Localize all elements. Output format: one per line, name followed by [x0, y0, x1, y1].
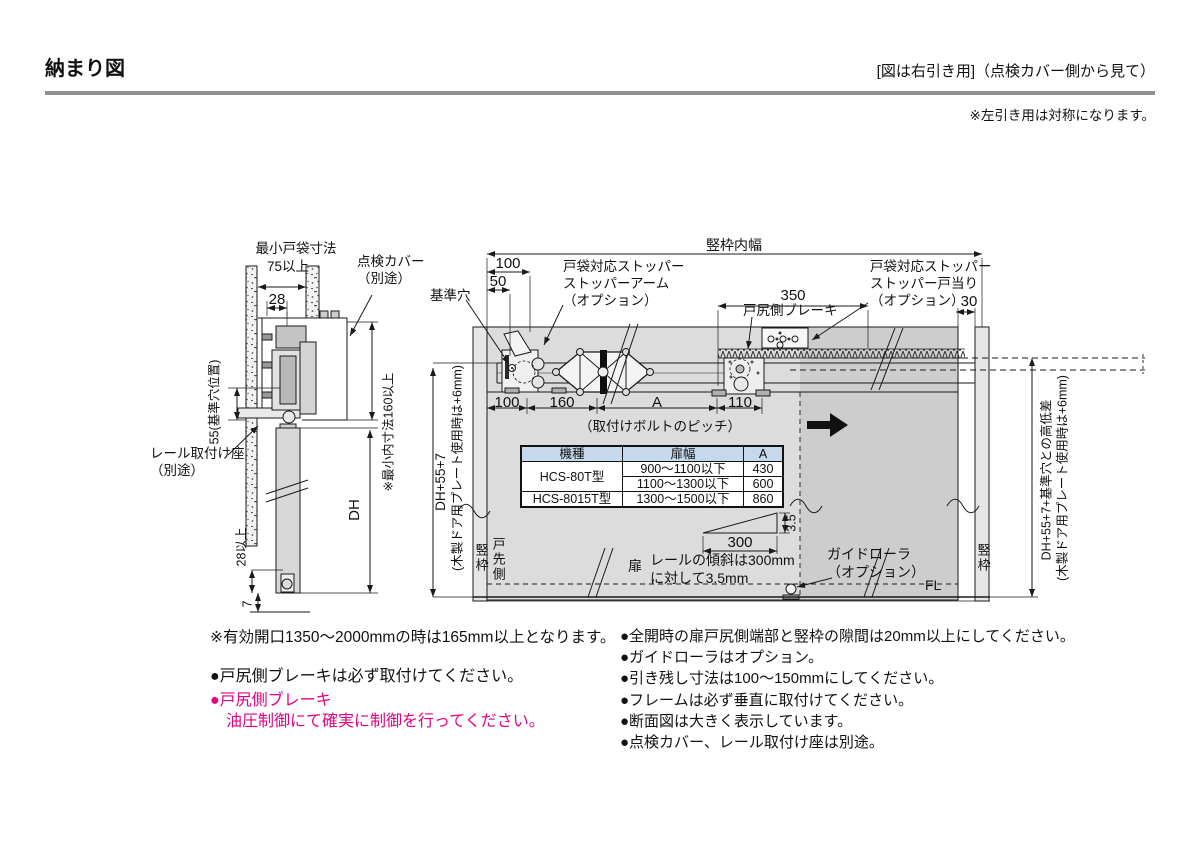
- notes-right-list: ●全開時の扉戸尻側端部と竪枠の隙間は20mm以上にしてください。 ●ガイドローラ…: [620, 626, 1075, 753]
- r2-a-cell: 600: [743, 476, 784, 492]
- door-label: 扉: [628, 558, 642, 574]
- table-row: HCS-80T型 900～1100以下 430: [520, 461, 784, 492]
- dim-a: A: [651, 394, 663, 411]
- dim-28-min: 28以上: [234, 527, 249, 567]
- slope-note-line2: に対して3.5mm: [650, 570, 749, 586]
- note-gap: ●全開時の扉戸尻側端部と竪枠の隙間は20mm以上にしてください。: [620, 628, 1075, 645]
- stopper-door-line3: （オプション）: [870, 293, 965, 308]
- dim-350: 350: [780, 287, 806, 304]
- dim-55-datum: 55(基準穴位置): [207, 359, 222, 445]
- left-vertical-dim: DH+55+7: [432, 453, 448, 511]
- r2-width-cell: 1100～1300以下: [622, 476, 744, 492]
- note-separate-parts: ●点検カバー、レール取付け座は別途。: [620, 734, 884, 752]
- section-linework: [227, 265, 378, 613]
- stopper-door-line2: ストッパー戸当り: [870, 276, 978, 291]
- dim-dh: DH: [346, 499, 363, 521]
- frame-inner-width: 竪枠内幅: [706, 237, 762, 253]
- frame-left-label: 竪枠: [473, 543, 489, 573]
- right-vertical-dim: DH+55+7+基準穴との高低差: [1039, 399, 1054, 561]
- inspection-cover-label: 点検カバー: [357, 254, 425, 269]
- note-brake-title: ●戸尻側ブレーキ: [210, 692, 332, 709]
- dim-30: 30: [960, 293, 978, 310]
- dim-100-top: 100: [495, 255, 521, 272]
- left-vertical-dim-sub: (木製ドア用プレート使用時は+6mm): [450, 365, 465, 571]
- page-title: 納まり図: [45, 58, 125, 80]
- min-pocket-value: 75以上: [266, 259, 310, 274]
- stopper-arm-line2: ストッパーアーム: [563, 276, 670, 291]
- brake-label: 戸尻側ブレーキ: [743, 303, 838, 318]
- dim-7: 7: [240, 600, 255, 608]
- floor-level-label: FL: [925, 577, 942, 593]
- dim-300: 300: [727, 534, 753, 551]
- datum-hole-label: 基準穴: [430, 288, 471, 303]
- dim-28: 28: [268, 291, 286, 308]
- stopper-door-line1: 戸袋対応ストッパー: [870, 259, 992, 274]
- right-vertical-dim-sub: (木製ドア用プレート使用時は+6mm): [1055, 375, 1070, 581]
- col-model: 機種: [520, 445, 623, 462]
- stopper-arm-line1: 戸袋対応ストッパー: [563, 259, 685, 274]
- col-a: A: [743, 445, 784, 462]
- min-pocket-label: 最小戸袋寸法: [255, 241, 337, 256]
- model-1-cell: HCS-80T型: [520, 461, 623, 492]
- rail-seat-label: レール取付け座: [150, 446, 245, 461]
- r1-a-cell: 430: [743, 461, 784, 477]
- slope-note-line1: レールの傾斜は300mm: [650, 552, 795, 568]
- note-brake-hydraulic: 油圧制御にて確実に制御を行ってください。: [226, 713, 545, 730]
- inspection-cover-sub: （別途）: [357, 271, 411, 286]
- note-frame-vertical: ●フレームは必ず垂直に取付けてください。: [620, 691, 914, 709]
- door-lead-side-label: 戸先側: [490, 537, 506, 582]
- header-rule: [45, 91, 1155, 95]
- rail-seat-sub: （別途）: [150, 463, 204, 478]
- r1-width-cell: 900～1100以下: [622, 461, 744, 477]
- dim-160: 160: [549, 394, 575, 411]
- orientation-note: [図は右引き用]（点検カバー側から見て）: [876, 63, 1155, 80]
- note-effective-opening: ※有効開口1350～2000mmの時は165mm以上となります。: [210, 629, 616, 646]
- note-brake-required: ●戸尻側ブレーキは必ず取付けてください。: [210, 668, 524, 685]
- table-row: HCS-8015T型 1300～1500以下 860: [520, 491, 784, 508]
- guide-roller-label: ガイドローラ: [827, 546, 911, 562]
- note-guide-roller-option: ●ガイドローラはオプション。: [620, 649, 824, 667]
- frame-right-label: 竪枠: [975, 543, 991, 573]
- table-header-row: 機種 扉幅 A: [520, 445, 784, 462]
- dim-50: 50: [489, 273, 507, 290]
- model-2-cell: HCS-8015T型: [520, 491, 623, 508]
- dim-110: 110: [728, 394, 752, 411]
- note-remaining-pull: ●引き残し寸法は100～150mmにしてください。: [620, 670, 944, 688]
- min-inner-dim: ※最小内寸法160以上: [381, 372, 396, 492]
- note-section-enlarged: ●断面図は大きく表示しています。: [620, 712, 853, 730]
- elevation-linework: [430, 251, 1145, 602]
- r3-a-cell: 860: [743, 491, 784, 508]
- stopper-arm-line3: （オプション）: [563, 293, 658, 308]
- table-row: 1100～1300以下 600: [521, 476, 784, 492]
- dim-3-5: 3.5: [784, 514, 799, 532]
- mirror-note: ※左引き用は対称になります。: [969, 108, 1155, 123]
- bolt-pitch-note: （取付けボルトのピッチ）: [579, 419, 741, 434]
- guide-roller-sub: （オプション）: [827, 564, 925, 580]
- model-spec-table: 機種 扉幅 A HCS-80T型 900～1100以下 430 1100～130…: [520, 445, 784, 508]
- col-door-width: 扉幅: [622, 445, 744, 462]
- r3-width-cell: 1300～1500以下: [622, 491, 744, 508]
- dim-100: 100: [494, 394, 520, 411]
